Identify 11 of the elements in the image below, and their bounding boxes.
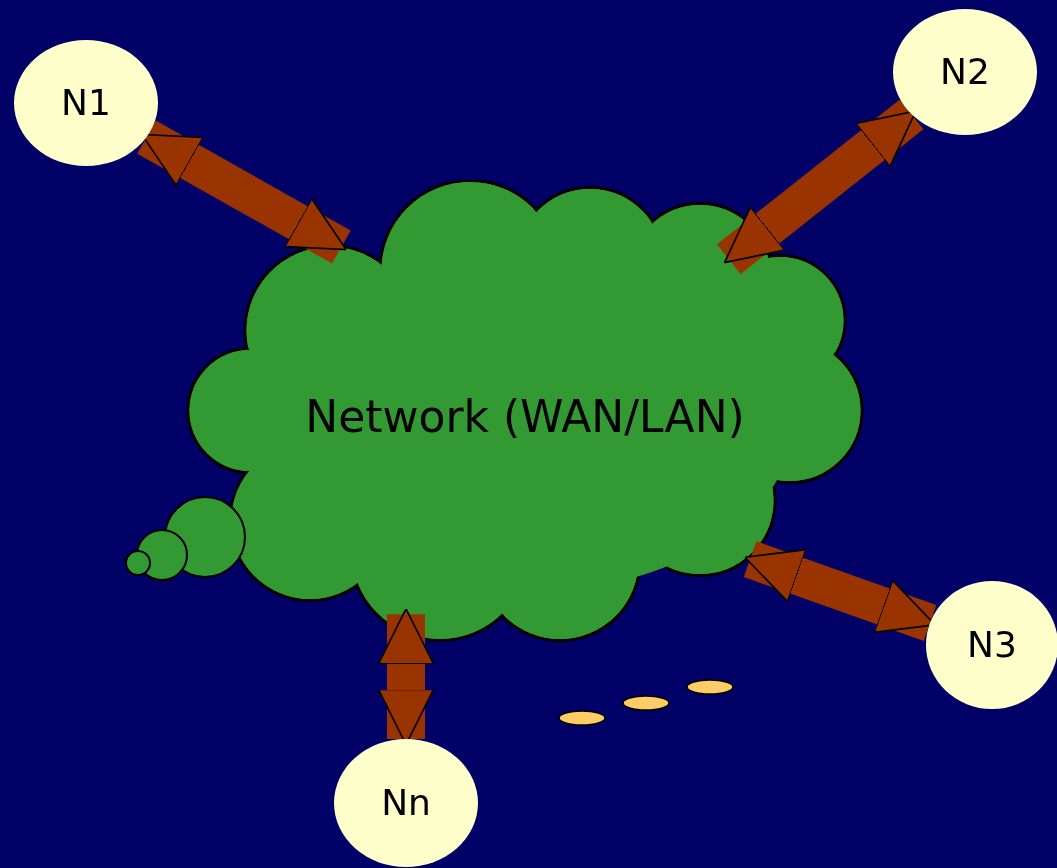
double-arrow [717, 99, 924, 275]
node-ellipse [334, 739, 478, 867]
node-label: N3 [967, 622, 1017, 667]
node-label: N1 [61, 80, 111, 125]
node-label: Nn [381, 780, 431, 825]
node-label: Network (WAN/LAN) [305, 390, 745, 445]
double-arrow [137, 120, 351, 264]
node-label: N2 [940, 49, 990, 94]
node-ellipse [14, 40, 158, 166]
double-arrow [743, 541, 937, 641]
node-ellipse [893, 9, 1037, 135]
